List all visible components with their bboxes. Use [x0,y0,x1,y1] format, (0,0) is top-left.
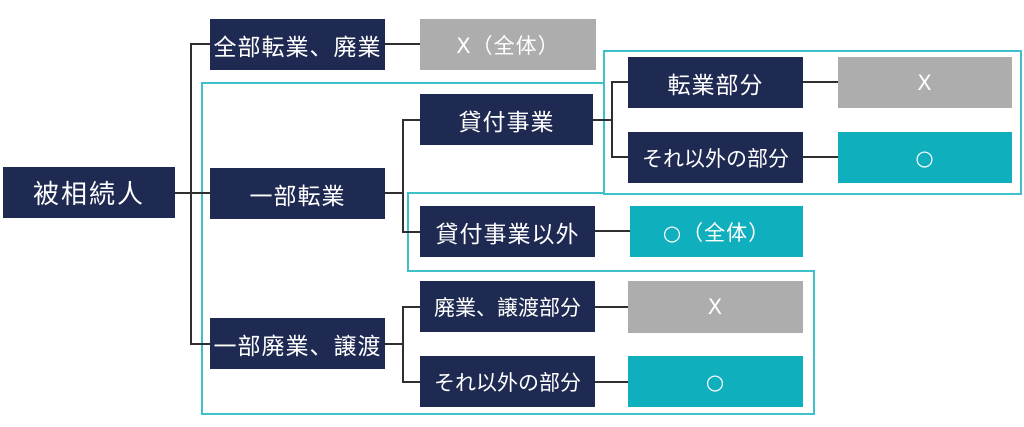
node-partial-closure-transfer: 一部廃業、譲渡 [210,318,385,369]
group-frame-segment [201,82,605,84]
connector-line [192,192,210,194]
connector-line [595,381,628,383]
connector-line [595,230,630,232]
result-non-lending-circle: ○（全体） [630,206,803,257]
connector-line [402,306,404,383]
group-frame-segment [201,82,203,415]
connector-line [613,156,628,158]
result-other-closure-circle: ○ [628,356,803,407]
group-frame-segment [813,270,815,415]
node-other-portion-closure: それ以外の部分 [420,356,595,407]
node-closure-transfer-portion: 廃業、譲渡部分 [420,281,595,332]
group-frame-lending-portions [603,50,1022,195]
group-frame-segment [407,270,815,272]
connector-line [404,381,420,383]
result-closure-x: X [628,281,803,333]
connector-line [192,343,210,345]
connector-line [803,156,838,158]
result-full-x: X（全体） [420,19,596,70]
connector-line [404,231,420,233]
connector-line [593,119,612,121]
connector-line [190,43,192,345]
node-lending-business: 貸付事業 [420,94,593,145]
group-frame-segment [407,192,605,194]
result-other-lending-circle: ○ [838,132,1012,183]
connector-line [402,119,404,233]
node-non-lending-business: 貸付事業以外 [420,206,595,257]
connector-line [385,192,403,194]
connector-line [385,343,403,345]
connector-line [385,43,420,45]
node-other-portion-lending: それ以外の部分 [628,132,803,183]
connector-line [404,119,420,121]
result-conversion-x: X [838,57,1012,108]
connector-line [192,43,210,45]
node-partial-conversion: 一部転業 [210,168,385,219]
group-frame-segment [201,413,815,415]
connector-line [404,306,420,308]
node-conversion-portion: 転業部分 [628,57,803,108]
connector-line [175,192,191,194]
connector-line [595,306,628,308]
node-decedent: 被相続人 [3,167,175,218]
connector-line [611,81,613,158]
connector-line [613,81,628,83]
node-full-conversion-closure: 全部転業、廃業 [210,19,385,70]
connector-line [803,81,838,83]
